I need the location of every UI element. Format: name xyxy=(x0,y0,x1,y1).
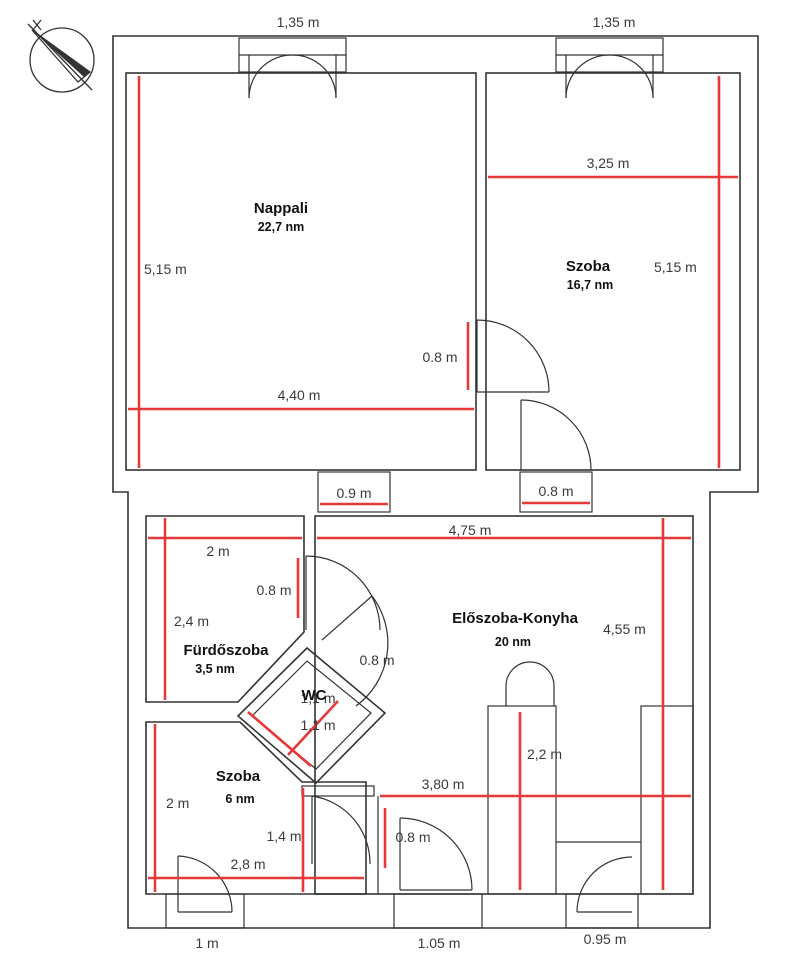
dim-furdo-height: 2,4 m xyxy=(174,613,209,629)
dim-nappali-height: 5,15 m xyxy=(144,261,187,277)
room-furdo-area: 3,5 nm xyxy=(195,662,235,676)
kitchen-arch xyxy=(505,661,555,706)
dim-bottom-left: 1 m xyxy=(195,935,218,951)
dim-szoba-small-door: 1,4 m xyxy=(266,828,301,844)
dim-kitchen-height: 2,2 m xyxy=(527,746,562,762)
room-szoba-top-area: 16,7 nm xyxy=(567,278,614,292)
door-furdo xyxy=(305,555,381,631)
dim-window-left: 1,35 m xyxy=(277,14,320,30)
dim-lower-door: 0.8 m xyxy=(395,829,430,845)
dim-door-szoba-hall: 0.8 m xyxy=(538,483,573,499)
dim-bottom-right: 0.95 m xyxy=(584,931,627,947)
dim-szoba-small-height: 2 m xyxy=(166,795,189,811)
dim-wc-door: 0.8 m xyxy=(359,652,394,668)
outer-wall xyxy=(112,35,759,929)
dim-wc-width: 1,1 m xyxy=(300,690,335,706)
door-szoba-hall xyxy=(520,399,592,471)
door-lower-room xyxy=(377,796,473,894)
door-frame-nappali xyxy=(317,471,391,513)
dim-door-nappali-hall: 0.9 m xyxy=(336,485,371,501)
window-left xyxy=(238,37,347,99)
room-nappali-area: 22,7 nm xyxy=(258,220,305,234)
dim-szoba-width: 3,25 m xyxy=(587,155,630,171)
counter-left xyxy=(487,705,557,895)
szoba-top-walls xyxy=(485,72,741,471)
dim-furdo-door: 0.8 m xyxy=(256,582,291,598)
door-nappali-szoba xyxy=(476,319,550,393)
dim-nappali-door: 0.8 m xyxy=(422,349,457,365)
door-frame-bottom-mid xyxy=(393,893,483,929)
door-szoba-small-bottom xyxy=(165,855,245,929)
room-szoba-small-area: 6 nm xyxy=(225,792,254,806)
dim-wc-height: 1,1 m xyxy=(300,717,335,733)
dim-szoba-small-width: 2,8 m xyxy=(230,856,265,872)
dim-hall-width: 4,75 m xyxy=(449,522,492,538)
room-wc-name: WC xyxy=(302,687,327,704)
room-eloszoba-name: Előszoba-Konyha xyxy=(452,610,579,627)
room-eloszoba-area: 20 nm xyxy=(495,635,531,649)
dim-window-right: 1,35 m xyxy=(593,14,636,30)
room-szoba-top-name: Szoba xyxy=(566,258,611,275)
door-frame-szoba xyxy=(519,471,593,513)
dim-nappali-width: 4,40 m xyxy=(278,387,321,403)
dim-szoba-height: 5,15 m xyxy=(654,259,697,275)
counter-right xyxy=(640,705,694,895)
furdo-walls xyxy=(145,515,305,703)
szoba-small-walls xyxy=(145,721,367,895)
room-furdo-name: Fürdőszoba xyxy=(184,642,270,659)
wc-inner-walls xyxy=(251,660,372,770)
room-nappali-name: Nappali xyxy=(254,200,308,217)
window-right xyxy=(555,37,664,99)
entrance-door xyxy=(565,856,639,929)
nappali-walls xyxy=(125,72,477,471)
door-wc xyxy=(321,595,389,707)
hall-walls xyxy=(314,515,694,895)
dim-furdo-width: 2 m xyxy=(206,543,229,559)
room-szoba-small-name: Szoba xyxy=(216,768,261,785)
door-szoba-small xyxy=(301,785,375,865)
wc-walls xyxy=(236,646,387,785)
dim-hall-height: 4,55 m xyxy=(603,621,646,637)
measure-lines xyxy=(128,76,738,892)
compass-icon xyxy=(27,19,95,93)
dim-bottom-mid: 1.05 m xyxy=(418,935,461,951)
dim-hall-lower-width: 3,80 m xyxy=(422,776,465,792)
